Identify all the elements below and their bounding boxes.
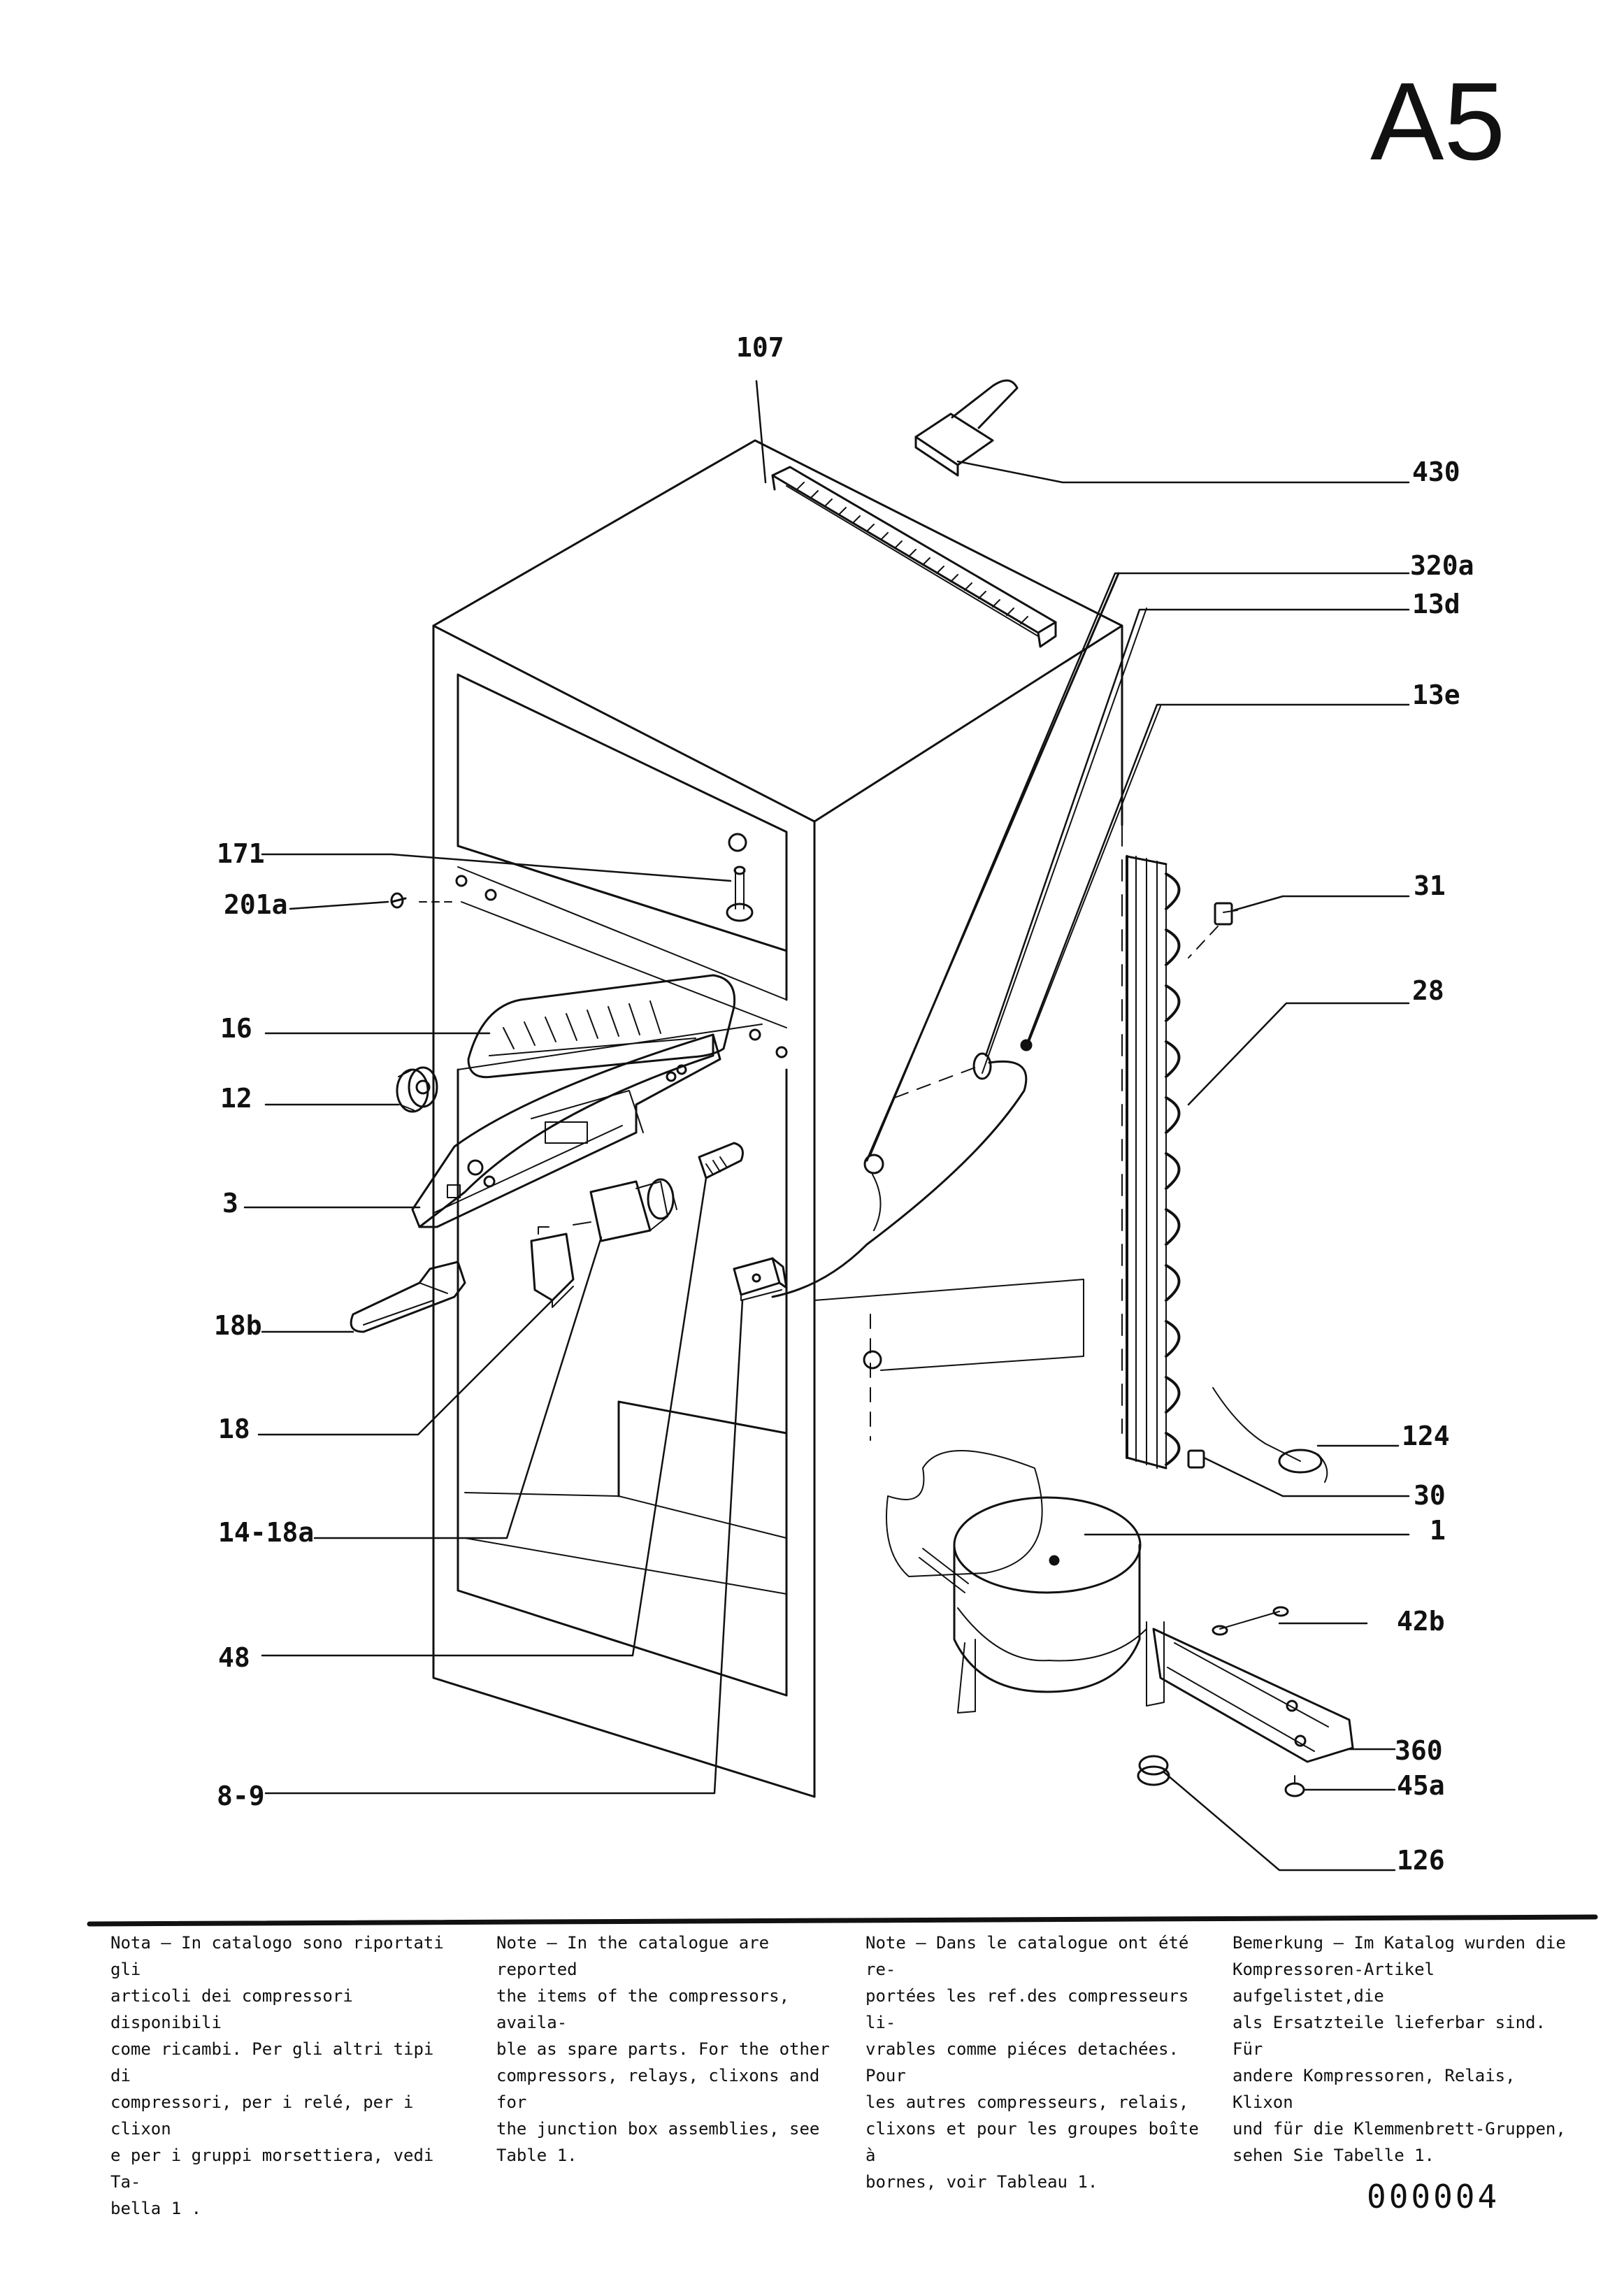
part-18b-cover (350, 1260, 466, 1333)
part-124-protector (1212, 1387, 1328, 1483)
part-14-18a-thermostat (573, 1178, 677, 1242)
part-1-compressor (886, 1450, 1165, 1714)
note-english: Note – In the catalogue are reported the… (496, 1933, 830, 2165)
part-107-top-grille (771, 466, 1057, 648)
callout-48: 48 (218, 1642, 250, 1673)
callout-28: 28 (1412, 975, 1444, 1006)
refrigerator-cabinet (432, 439, 1123, 1798)
part-16-light-cover (467, 974, 736, 1079)
callout-124: 124 (1402, 1421, 1450, 1451)
note-german: Bemerkung – Im Katalog wurden die Kompre… (1233, 1933, 1566, 2165)
notes-section: Nota – In catalogo sono riportati gli ar… (89, 1930, 1593, 2218)
callout-320a: 320a (1410, 550, 1474, 581)
callout-16: 16 (220, 1013, 252, 1044)
callout-18b: 18b (214, 1310, 262, 1341)
callout-31: 31 (1414, 870, 1446, 901)
part-201a-screw (390, 892, 407, 909)
part-18-bracket (530, 1226, 575, 1308)
part-171-hinge-pin (726, 866, 754, 922)
part-126-grommet (1137, 1755, 1170, 1786)
callout-430: 430 (1412, 457, 1460, 487)
callout-8-9: 8-9 (217, 1781, 265, 1811)
callout-171: 171 (217, 838, 265, 869)
callout-14-18a: 14-18a (218, 1517, 315, 1548)
part-430-ice-scraper (914, 379, 1019, 477)
part-48-lamp (698, 1142, 744, 1179)
callout-3: 3 (222, 1188, 238, 1219)
part-45a-rubber-foot (1284, 1775, 1305, 1797)
leader-lines (243, 380, 1410, 1872)
callout-42b: 42b (1397, 1606, 1445, 1637)
part-42b-cable (1212, 1606, 1289, 1636)
capillary-tubes (771, 572, 1161, 1298)
part-360-base-plate (1152, 1628, 1354, 1763)
part-12-thermostat-knob (396, 1066, 438, 1113)
notes-top-rule (87, 1914, 1598, 1927)
callout-107: 107 (736, 332, 784, 363)
callout-201a: 201a (224, 889, 288, 920)
callout-13e: 13e (1412, 680, 1460, 710)
callout-30: 30 (1414, 1480, 1446, 1511)
callout-126: 126 (1397, 1845, 1445, 1876)
note-french: Note – Dans le catalogue ont été re- por… (865, 1933, 1199, 2192)
callout-18: 18 (218, 1414, 250, 1444)
callout-12: 12 (220, 1083, 252, 1114)
callout-45a: 45a (1397, 1770, 1445, 1801)
part-3-control-housing (411, 1033, 721, 1228)
part-30-clip (1187, 1449, 1205, 1469)
part-31-clip (1188, 902, 1238, 958)
part-28-condenser (1126, 855, 1181, 1470)
part-8-9-relay-box (733, 1257, 788, 1301)
note-italian: Nota – In catalogo sono riportati gli ar… (110, 1933, 444, 2218)
callout-1: 1 (1430, 1515, 1446, 1546)
callout-360: 360 (1395, 1735, 1443, 1766)
page-code: A5 (1370, 60, 1506, 183)
callout-13d: 13d (1412, 589, 1460, 619)
document-number: 000004 (1367, 2178, 1500, 2215)
